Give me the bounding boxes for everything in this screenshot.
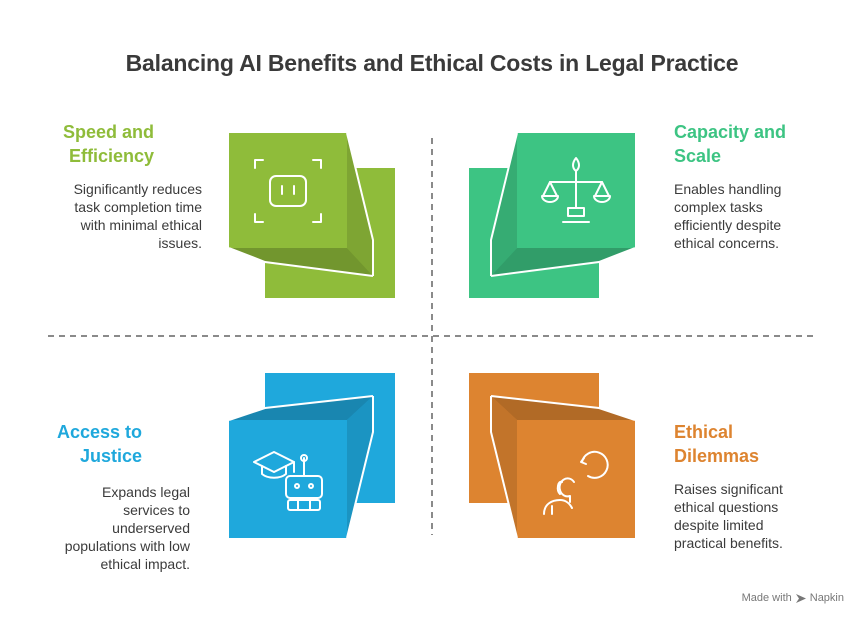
robot-face-icon: [254, 159, 322, 223]
desc-capacity-scale: Enables handling complex tasks efficient…: [674, 181, 782, 251]
box-speed-efficiency: [228, 132, 395, 298]
desc-access-justice: Expands legal services to underserved po…: [64, 484, 190, 572]
desc-speed-efficiency: Significantly reduces task completion ti…: [73, 181, 202, 251]
graduation-robot-icon: [253, 451, 323, 511]
person-thinking-icon: [543, 450, 609, 515]
box-ethical-dilemmas: [469, 373, 636, 539]
desc-ethical-dilemmas: Raises significant ethical questions des…: [674, 481, 783, 551]
page-title: Balancing AI Benefits and Ethical Costs …: [125, 50, 739, 76]
watermark: Made with Napkin: [741, 592, 844, 604]
heading-access-justice: Access to Justice: [56, 422, 142, 466]
box-capacity-scale: [469, 132, 636, 298]
heading-ethical-dilemmas: Ethical Dilemmas: [674, 422, 760, 466]
balance-scale-icon: [541, 157, 611, 223]
heading-capacity-scale: Capacity and Scale: [674, 122, 787, 166]
box-access-justice: [228, 373, 395, 539]
napkin-logo-icon: [795, 593, 806, 603]
heading-speed-efficiency: Speed and Efficiency: [62, 122, 154, 166]
